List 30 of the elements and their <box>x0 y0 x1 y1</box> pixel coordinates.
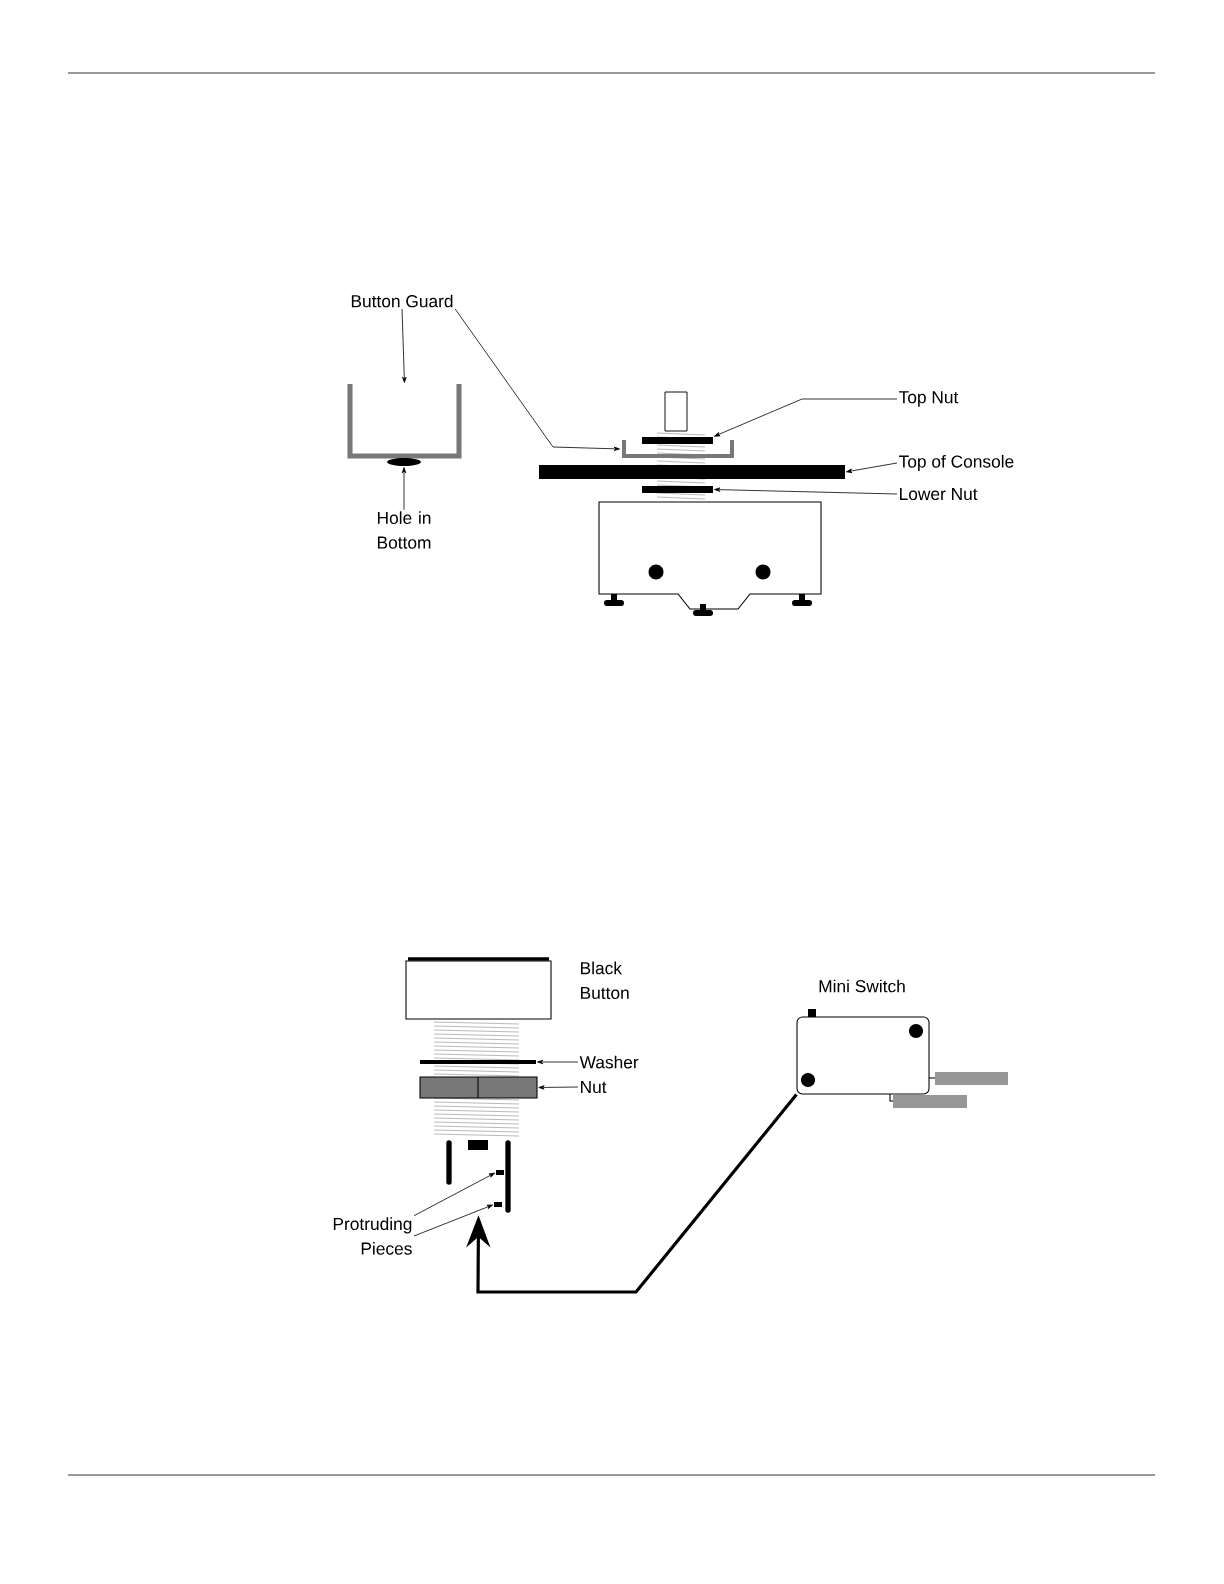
callout-label: Button Guard <box>351 294 453 308</box>
part-label: Black Button <box>581 961 629 999</box>
leader-line <box>846 462 898 474</box>
callout-label: Lower Nut <box>900 487 978 501</box>
callout-label: Protruding Pieces <box>333 1217 412 1255</box>
leader-line <box>401 467 407 511</box>
callout-label: Hole in Bottom <box>377 511 431 549</box>
guard-cup <box>347 384 462 459</box>
leader-line <box>714 487 898 495</box>
callout-label: Top of Console <box>899 454 1014 472</box>
callout-label: Nut <box>581 1080 607 1094</box>
leader-line <box>413 1204 493 1237</box>
protrusion <box>496 1170 504 1175</box>
nut <box>642 437 713 444</box>
nut <box>419 1076 538 1099</box>
guard-cup <box>622 440 734 458</box>
leader-line <box>454 308 620 451</box>
leader-line <box>413 1172 495 1217</box>
console-panel <box>539 465 845 479</box>
leader-line <box>714 398 898 437</box>
mini-switch-drawing <box>796 1009 1008 1108</box>
protrusion <box>494 1202 502 1207</box>
callout-label: Washer <box>579 1055 639 1069</box>
leader-line <box>538 1085 579 1090</box>
part-label: Mini Switch <box>819 979 905 993</box>
push-button-drawing <box>405 957 552 1213</box>
leader-line <box>401 308 407 383</box>
arrow <box>466 1093 798 1294</box>
leader-line <box>537 1059 579 1065</box>
callout-label: Top Nut <box>899 391 959 407</box>
